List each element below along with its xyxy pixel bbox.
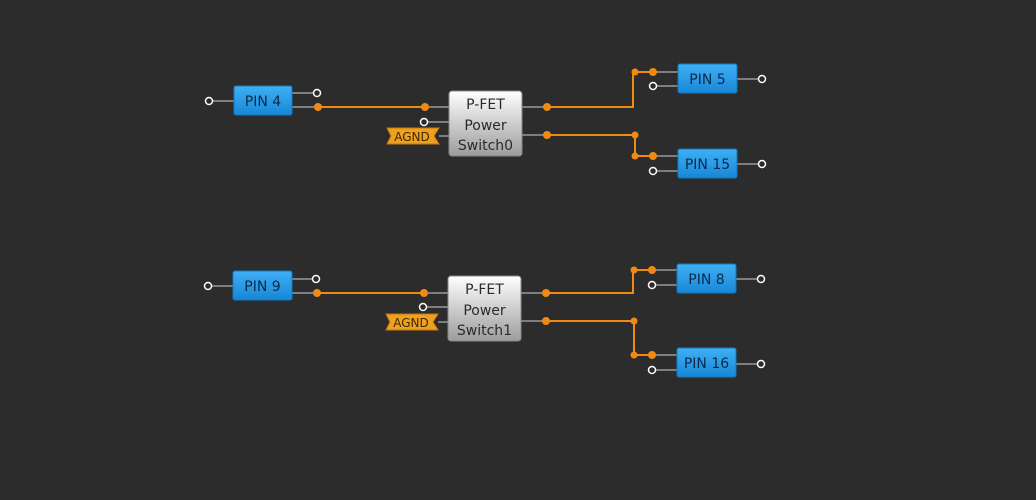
fet0-out-b-terminal[interactable] bbox=[543, 131, 551, 139]
fet-label-line2: Power bbox=[463, 303, 506, 319]
pin5-in-terminal[interactable] bbox=[649, 68, 657, 76]
pin15-out-terminal[interactable] bbox=[757, 159, 767, 169]
agnd-label: AGND bbox=[394, 130, 430, 144]
pin9-out-terminal-open[interactable] bbox=[311, 274, 321, 284]
junction-dot bbox=[630, 351, 638, 359]
agnd-label: AGND bbox=[393, 316, 429, 330]
pin16-oe-terminal[interactable] bbox=[647, 365, 657, 375]
pin9-out-terminal[interactable] bbox=[313, 289, 321, 297]
pin-label: PIN 15 bbox=[685, 157, 730, 173]
fet0-out-a-terminal[interactable] bbox=[543, 103, 551, 111]
agnd-tag[interactable]: AGND bbox=[386, 127, 449, 145]
junction-dot bbox=[631, 152, 639, 160]
pin5-out-terminal[interactable] bbox=[757, 74, 767, 84]
pin-label: PIN 8 bbox=[688, 272, 724, 288]
pin5-oe-terminal[interactable] bbox=[648, 81, 658, 91]
pin-label: PIN 5 bbox=[689, 72, 725, 88]
pin4-in-terminal[interactable] bbox=[204, 96, 214, 106]
pin8-oe-terminal[interactable] bbox=[647, 280, 657, 290]
pin-block-output[interactable]: PIN 8 bbox=[676, 263, 737, 294]
fet-label-line2: Power bbox=[464, 118, 507, 134]
wire-fet-out-a[interactable] bbox=[547, 71, 653, 108]
agnd-tag[interactable]: AGND bbox=[385, 313, 448, 331]
pin15-oe-terminal[interactable] bbox=[648, 166, 658, 176]
pin16-in-terminal[interactable] bbox=[648, 351, 656, 359]
pin-label: PIN 4 bbox=[245, 94, 281, 110]
fet-label-line3: Switch1 bbox=[457, 323, 512, 339]
fet1-in-terminal[interactable] bbox=[420, 289, 428, 297]
junction-dot bbox=[631, 131, 639, 139]
pfet-power-switch-block[interactable]: P-FET Power Switch1 bbox=[447, 275, 522, 342]
pfet-power-switch-block[interactable]: P-FET Power Switch0 bbox=[448, 90, 523, 157]
wire-fet-out-b[interactable] bbox=[546, 320, 652, 356]
fet0-in-terminal[interactable] bbox=[421, 103, 429, 111]
switch1-wires bbox=[317, 269, 652, 356]
pin-block-output[interactable]: PIN 15 bbox=[677, 148, 738, 179]
pin4-out-terminal[interactable] bbox=[314, 103, 322, 111]
fet-label-line1: P-FET bbox=[466, 97, 505, 113]
pin-block-output[interactable]: PIN 16 bbox=[676, 347, 737, 378]
fet-label-line1: P-FET bbox=[465, 282, 504, 298]
fet1-out-b-terminal[interactable] bbox=[542, 317, 550, 325]
junction-dot bbox=[630, 317, 638, 325]
fet-label-line3: Switch0 bbox=[458, 138, 513, 154]
pin16-out-terminal[interactable] bbox=[756, 359, 766, 369]
pin8-in-terminal[interactable] bbox=[648, 266, 656, 274]
switch1-circuit: PIN 9 P-FET Power Switch1 AGND PIN 8 PIN… bbox=[203, 263, 766, 378]
wire-fet-out-b[interactable] bbox=[547, 134, 653, 157]
junction-dot bbox=[630, 266, 638, 274]
pin8-out-terminal[interactable] bbox=[756, 274, 766, 284]
junction-dot bbox=[631, 68, 639, 76]
pin-label: PIN 16 bbox=[684, 356, 729, 372]
pin-block-input[interactable]: PIN 9 bbox=[232, 270, 293, 301]
switch1-connectors bbox=[203, 266, 766, 375]
fet1-out-a-terminal[interactable] bbox=[542, 289, 550, 297]
pin-block-output[interactable]: PIN 5 bbox=[677, 63, 738, 94]
pin9-in-terminal[interactable] bbox=[203, 281, 213, 291]
switch0-wires bbox=[318, 71, 653, 157]
switch0-connectors bbox=[204, 68, 767, 176]
pin-label: PIN 9 bbox=[244, 279, 280, 295]
pin-block-input[interactable]: PIN 4 bbox=[233, 85, 293, 116]
switch0-circuit: PIN 4 P-FET Power Switch0 AGND PIN 5 PIN… bbox=[204, 63, 767, 179]
pin4-out-terminal-open[interactable] bbox=[312, 88, 322, 98]
fet1-en-terminal[interactable] bbox=[418, 302, 428, 312]
wire-fet-out-a[interactable] bbox=[546, 269, 652, 294]
fet0-en-terminal[interactable] bbox=[419, 117, 429, 127]
pin15-in-terminal[interactable] bbox=[649, 152, 657, 160]
